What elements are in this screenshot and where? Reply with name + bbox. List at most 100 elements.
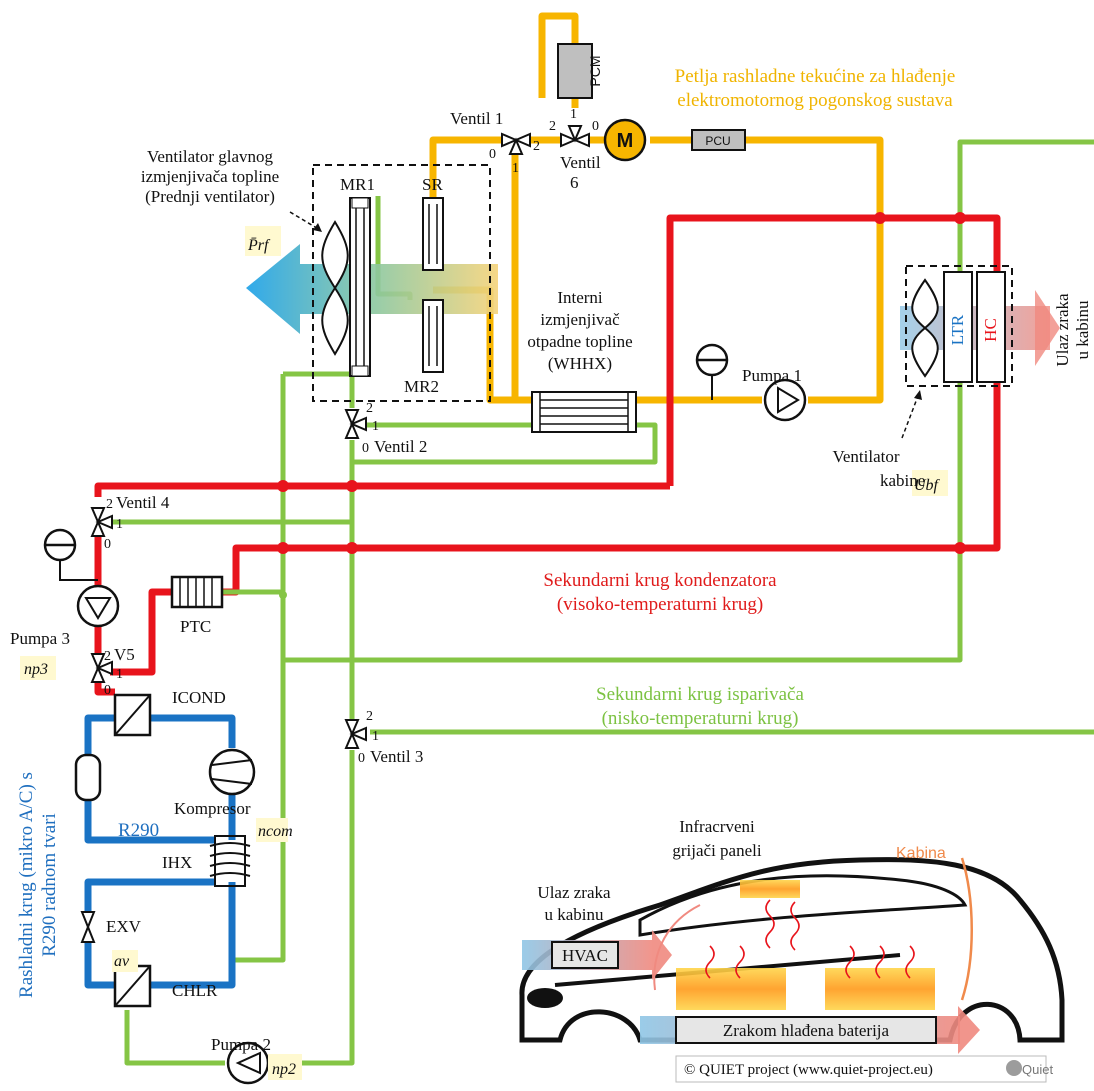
cabin-fan-label-2: kabine: [880, 471, 925, 490]
valve-4-label: Ventil 4: [116, 493, 170, 512]
front-air-arrow: [246, 244, 498, 334]
icond-label: ICOND: [172, 688, 226, 707]
valve-3-port-0: 0: [358, 751, 365, 766]
valve-4-port-2: 2: [106, 497, 113, 512]
valve-5-icon: [90, 653, 113, 683]
valve-3-icon: [344, 719, 367, 749]
refrigerant-label-1: Rashladni krug (mikro A/C) s: [16, 772, 37, 998]
valve-1-port-2: 2: [533, 139, 540, 154]
whhx-label-1: Interni: [557, 288, 603, 307]
mr2-label: MR2: [404, 377, 439, 396]
cabin-module: [900, 265, 1060, 439]
pump-2-symbol: np2: [272, 1061, 296, 1078]
junctions: [277, 212, 966, 599]
valve-4-port-1: 1: [116, 517, 123, 532]
whhx-label-4: (WHHX): [548, 354, 612, 373]
valve-2-label: Ventil 2: [374, 437, 427, 456]
v5-label: V5: [114, 645, 135, 664]
pump-1-icon: [763, 378, 807, 422]
valve-5-port-2: 2: [104, 649, 111, 664]
pcm-box: [557, 43, 593, 99]
ihx-exchanger: [209, 835, 251, 887]
ir-label-2: grijači paneli: [672, 841, 761, 860]
sr-radiator: [422, 197, 444, 271]
accumulator-icon: [74, 753, 102, 802]
battery-label: Zrakom hlađena baterija: [723, 1021, 890, 1040]
whhx-label-3: otpadne topline: [527, 332, 632, 351]
pump-3-label: Pumpa 3: [10, 629, 70, 648]
exv-icon: [80, 911, 96, 943]
compressor-icon: [208, 748, 256, 796]
valve-4-icon: [90, 507, 113, 537]
floor-ir-panel-rear: [825, 968, 935, 1010]
cabin-outline: [960, 857, 973, 1001]
quiet-logo: Quiet: [1006, 1060, 1053, 1077]
valve-4-port-0: 0: [104, 537, 111, 552]
car-illustration: [519, 857, 1065, 1054]
pcm-label: PCM: [587, 55, 603, 86]
battery-box: [675, 1016, 937, 1044]
valve-2-port-2: 2: [366, 401, 373, 416]
cabin-fan-label-1: Ventilator: [832, 447, 899, 466]
mr2-radiator: [422, 299, 444, 373]
whhx-exchanger: [531, 391, 637, 433]
pump-1-label: Pumpa 1: [742, 366, 802, 385]
hvac-inlet-label-2: u kabinu: [544, 905, 604, 924]
front-module: [246, 164, 498, 402]
cabin-label: Kabina: [896, 845, 946, 862]
valve-6-label-2: 6: [570, 173, 579, 192]
front-fan-icon: [321, 220, 349, 356]
ir-label-1: Infracrveni: [679, 817, 755, 836]
front-fan-symbol: P̄rf: [247, 237, 271, 254]
whhx-label-2: izmjenjivač: [540, 310, 620, 329]
logo-text: Quiet: [1022, 1062, 1053, 1077]
refrigerant-loop: [84, 714, 236, 989]
pump-2-label: Pumpa 2: [211, 1035, 271, 1054]
valve-5-port-1: 1: [116, 667, 123, 682]
low-temp-label-2: (nisko-temperaturni krug): [602, 708, 799, 729]
floor-ir-panel-front: [676, 968, 786, 1010]
valve-2-port-1: 1: [372, 419, 379, 434]
exv-symbol: av: [114, 953, 130, 970]
valve-2-icon: [344, 409, 367, 439]
motor-icon: [603, 118, 647, 162]
hvac-label: HVAC: [562, 946, 608, 965]
hc-label: HC: [981, 318, 1000, 342]
cabin-fan-symbol: Ubf: [914, 477, 941, 494]
cabin-fan-icon: [911, 278, 939, 378]
valve-1-label: Ventil 1: [450, 109, 503, 128]
valve-6-port-2: 2: [549, 119, 556, 134]
valve-5-port-0: 0: [104, 683, 111, 698]
valve-1-port-0: 0: [489, 147, 496, 162]
motor-label: M: [617, 130, 634, 152]
compressor-label: Kompresor: [174, 799, 251, 818]
r290-label: R290: [118, 820, 159, 841]
refrigerant-label-2: R290 radnom tvari: [39, 813, 60, 957]
coolant-loop-label-1: Petlja rashladne tekućine za hlađenje: [675, 66, 956, 87]
ptc-label: PTC: [180, 617, 211, 636]
expansion-tank-1-icon: [695, 343, 729, 400]
copyright-text: © QUIET project (www.quiet-project.eu): [684, 1062, 933, 1078]
pump-3-symbol: np3: [24, 661, 48, 678]
valve-3-port-1: 1: [372, 729, 379, 744]
valve-1-port-1: 1: [512, 161, 519, 176]
exv-label: EXV: [106, 917, 142, 936]
coolant-loop-label-2: elektromotornog pogonskog sustava: [677, 90, 953, 111]
valve-1-icon: [501, 132, 531, 155]
valve-6-port-1: 1: [570, 107, 577, 122]
cabin-air-inlet-label-2: u kabinu: [1073, 300, 1092, 360]
cabin-air-inlet-label-1: Ulaz zraka: [1053, 293, 1072, 367]
front-module-box: [312, 164, 491, 402]
chlr-label: CHLR: [172, 981, 218, 1000]
pcu-label: PCU: [705, 134, 730, 148]
compressor-symbol: ncom: [258, 823, 293, 840]
valve-6-icon: [560, 125, 590, 148]
ptc-heater: [170, 575, 224, 609]
valve-3-label: Ventil 3: [370, 747, 423, 766]
high-temp-label-2: (visoko-temperaturni krug): [557, 594, 763, 615]
ihx-label: IHX: [162, 853, 192, 872]
valve-3-port-2: 2: [366, 709, 373, 724]
valve-6-label-1: Ventil: [560, 153, 601, 172]
valve-2-port-0: 0: [362, 441, 369, 456]
